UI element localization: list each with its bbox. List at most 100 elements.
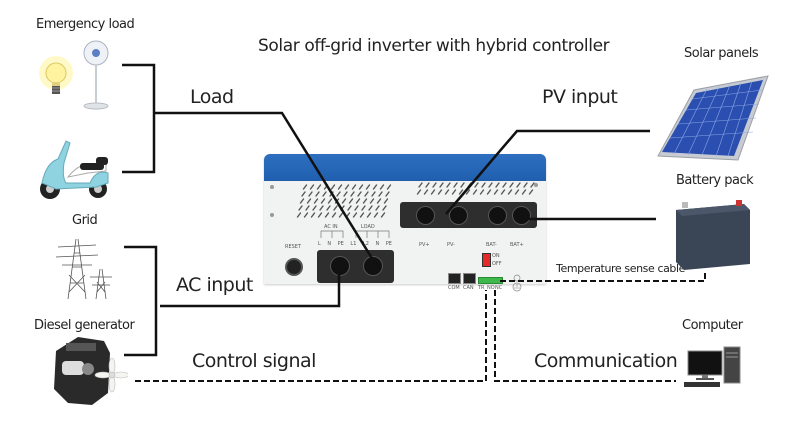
vent-slot (310, 212, 316, 218)
vent-slot (474, 182, 479, 188)
vent-slot (514, 189, 520, 195)
control-signal-label: Control signal (192, 350, 316, 372)
vent-slot (309, 184, 315, 190)
vent-slot (418, 182, 423, 188)
vent-slot (322, 191, 327, 197)
vent-slot (344, 184, 350, 190)
vent-slot (365, 184, 371, 190)
vent-slot (488, 182, 493, 188)
vent-slot (298, 205, 303, 211)
bat-minus-port[interactable] (488, 206, 507, 225)
terminal-label: L1 (350, 241, 357, 247)
reset-label: RESET (285, 244, 302, 250)
com-port[interactable] (448, 273, 461, 284)
pv-plus-port[interactable] (416, 206, 435, 225)
scooter-icon (40, 140, 109, 199)
vent-slot (359, 212, 365, 218)
terminal-label: N (327, 241, 332, 247)
vent-slot (362, 198, 368, 204)
vent-slot (361, 205, 366, 211)
vent-slot (493, 189, 499, 195)
light-bulb-icon (39, 56, 73, 94)
power-switch[interactable] (482, 253, 491, 267)
vent-slot (348, 198, 354, 204)
vent-slot (330, 184, 336, 190)
vent-slot (368, 205, 373, 211)
power-pylon-icon (55, 238, 112, 300)
vent-slot (437, 189, 443, 195)
vent-slot (500, 189, 506, 195)
vent-slot (331, 212, 337, 218)
vent-slot (502, 182, 507, 188)
terminal-label: L (318, 241, 321, 247)
diesel-generator-icon (54, 337, 128, 405)
vent-slot (479, 189, 485, 195)
vent-slot (530, 182, 535, 188)
pv-minus-label: PV- (447, 242, 455, 248)
vent-slot (316, 184, 322, 190)
vent-slot (378, 191, 383, 197)
vent-slot (453, 182, 458, 188)
fan-icon (83, 40, 109, 110)
vent-slot (416, 189, 422, 195)
pv-input-wire (445, 129, 650, 215)
vent-slot (379, 184, 385, 190)
switch-off-label: OFF (492, 261, 502, 267)
vent-slot (324, 212, 330, 218)
bat-plus-label: BAT+ (510, 242, 524, 248)
vent-slot (308, 191, 313, 197)
diagram-title: Solar off-grid inverter with hybrid cont… (258, 36, 610, 56)
vent-slot (326, 205, 331, 211)
battery-pack-label: Battery pack (676, 173, 754, 188)
vent-slot (317, 212, 323, 218)
bat-minus-label: BAT- (486, 242, 497, 248)
vent-slot (373, 212, 379, 218)
vent-slot (423, 189, 429, 195)
vent-slot (320, 198, 326, 204)
load-terminal-label: LOAD (361, 224, 375, 230)
battery-icon (676, 200, 750, 270)
solar-panels-label: Solar panels (684, 46, 759, 61)
tr-label: TR (478, 285, 485, 291)
load-label: Load (190, 86, 234, 108)
communication-label: Communication (534, 350, 678, 372)
vent-slot (371, 191, 376, 197)
temperature-sense-wire (500, 272, 706, 282)
vent-slot (386, 184, 392, 190)
vent-slot (333, 205, 338, 211)
load-port[interactable] (363, 256, 383, 276)
ac-input-wire (124, 245, 341, 357)
vent-slot (343, 191, 348, 197)
reset-button[interactable] (285, 258, 303, 276)
vent-slot (385, 191, 390, 197)
vent-slot (382, 205, 387, 211)
emergency-load-label: Emergency load (36, 17, 135, 32)
can-port[interactable] (463, 273, 476, 284)
vent-slot (366, 212, 372, 218)
pv-input-label: PV input (542, 86, 618, 108)
ac-input-label: AC input (176, 274, 253, 296)
com-label: COM (448, 285, 460, 291)
vent-slot (358, 184, 364, 190)
vent-slot (430, 189, 436, 195)
vent-slot (380, 212, 386, 218)
vent-slot (458, 189, 464, 195)
vent-slot (354, 205, 359, 211)
vent-slot (460, 182, 465, 188)
vent-slot (357, 191, 362, 197)
temperature-sense-label: Temperature sense cable (556, 262, 686, 275)
vent-slot (507, 189, 513, 195)
vent-slot (481, 182, 486, 188)
vent-slot (372, 184, 378, 190)
vent-slot (306, 198, 312, 204)
vent-slot (364, 191, 369, 197)
vent-slot (516, 182, 521, 188)
vent-slot (302, 184, 308, 190)
solar-panel-icon (657, 75, 769, 161)
pv-minus-port[interactable] (449, 206, 468, 225)
vent-slot (355, 198, 361, 204)
vent-slot (352, 212, 358, 218)
vent-slot (303, 212, 309, 218)
vent-slot (439, 182, 444, 188)
